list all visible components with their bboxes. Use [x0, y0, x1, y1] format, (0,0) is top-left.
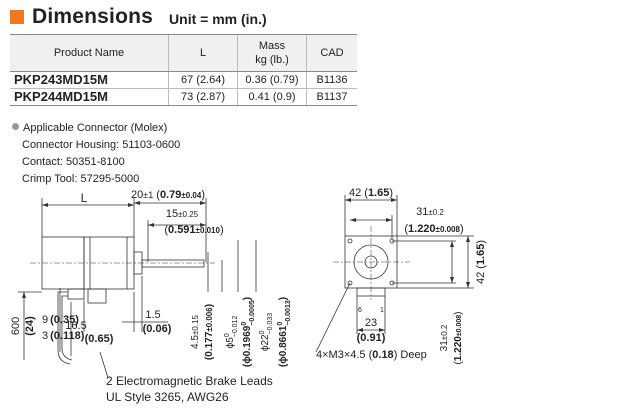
- dim-16-5-inch: (0.65): [85, 333, 114, 345]
- dim-31-horizontal-inch: (1.220±0.008): [404, 223, 463, 235]
- dim-31-vertical: 31±0.2: [439, 324, 450, 351]
- dim-l: L: [81, 191, 88, 205]
- dim-15: 15±0.25: [166, 208, 199, 220]
- length-cell: 73 (2.87): [168, 88, 238, 106]
- header-l: L: [168, 34, 238, 72]
- connector-housing: Connector Housing: 51103-0600: [22, 139, 181, 151]
- mass-cell: 0.41 (0.9): [237, 88, 307, 106]
- length-cell: 67 (2.64): [168, 71, 238, 89]
- dim-9: 9(0.35): [42, 314, 79, 326]
- dim-phi22-inch: (ϕ0.86610−0.0013): [277, 297, 292, 367]
- dim-4-5: 4.5±0.15: [190, 315, 201, 349]
- pin-1-label: 1: [380, 307, 384, 314]
- mount-hole: [347, 280, 353, 286]
- lead-outlet: [67, 288, 85, 300]
- product-name-cell: PKP244MD15M: [10, 88, 169, 106]
- dim-phi5-inch: (ϕ0.19690−0.0005): [241, 297, 256, 367]
- dim-23-inch: (0.91): [357, 332, 386, 344]
- cad-cell[interactable]: B1137: [306, 88, 357, 106]
- dim-phi5: ϕ50−0.012: [224, 316, 239, 349]
- mass-cell: 0.36 (0.79): [237, 71, 307, 89]
- motor-connector: [87, 288, 107, 304]
- dim-31-vertical-inch: (1.220±0.008): [453, 311, 464, 364]
- table-row: PKP244MD15M 73 (2.87) 0.41 (0.9) B1137: [10, 88, 357, 106]
- product-name-cell: PKP243MD15M: [10, 71, 169, 89]
- table-row: PKP243MD15M 67 (2.64) 0.36 (0.79) B1136: [10, 71, 357, 89]
- motor-shaft: [141, 259, 205, 268]
- mount-hole: [347, 238, 353, 244]
- dim-31-horizontal: 31±0.2: [416, 206, 444, 218]
- dim-600-inch: (24): [24, 316, 36, 336]
- dim-1-5-inch: (0.06): [143, 323, 172, 335]
- dim-4-5-inch: (0.177±0.006): [204, 304, 215, 360]
- dim-20: 20±1 (0.79±0.04): [131, 189, 205, 201]
- pin-6-label: 6: [358, 307, 362, 314]
- unit-note: Unit = mm (in.): [169, 11, 267, 27]
- connector-crimp-tool: Crimp Tool: 57295-5000: [22, 173, 140, 185]
- dim-42-horizontal: 42 (1.65): [349, 187, 393, 199]
- section-header: Dimensions Unit = mm (in.): [10, 4, 267, 30]
- connector-info: Applicable Connector (Molex) Connector H…: [12, 120, 180, 188]
- cad-cell[interactable]: B1136: [306, 71, 357, 89]
- dim-23: 23: [365, 317, 377, 329]
- connector-title: Applicable Connector (Molex): [23, 122, 168, 134]
- dim-1-5: 1.5: [145, 309, 160, 321]
- lead-spec-label: UL Style 3265, AWG26: [106, 390, 229, 404]
- dim-42-vertical: 42 (1.65): [475, 240, 487, 284]
- mounting-holes-note: 4×M3×4.5 (0.18) Deep: [316, 349, 427, 361]
- header-product-name: Product Name: [10, 34, 169, 72]
- dim-15-inch: (0.591±0.010): [164, 224, 223, 236]
- dim-phi22: ϕ220−0.033: [259, 313, 274, 351]
- dim-16-5: 16.5: [65, 320, 86, 332]
- header-cad: CAD: [306, 34, 357, 72]
- bullet-icon: [12, 123, 19, 130]
- connector-contact: Contact: 50351-8100: [22, 156, 125, 168]
- brake-leads-label: 2 Electromagnetic Brake Leads: [106, 374, 273, 388]
- dim-3: 3(0.118): [42, 330, 85, 342]
- orange-square-icon: [10, 10, 24, 24]
- dim-600: 600: [10, 317, 22, 335]
- page-title: Dimensions: [32, 5, 154, 28]
